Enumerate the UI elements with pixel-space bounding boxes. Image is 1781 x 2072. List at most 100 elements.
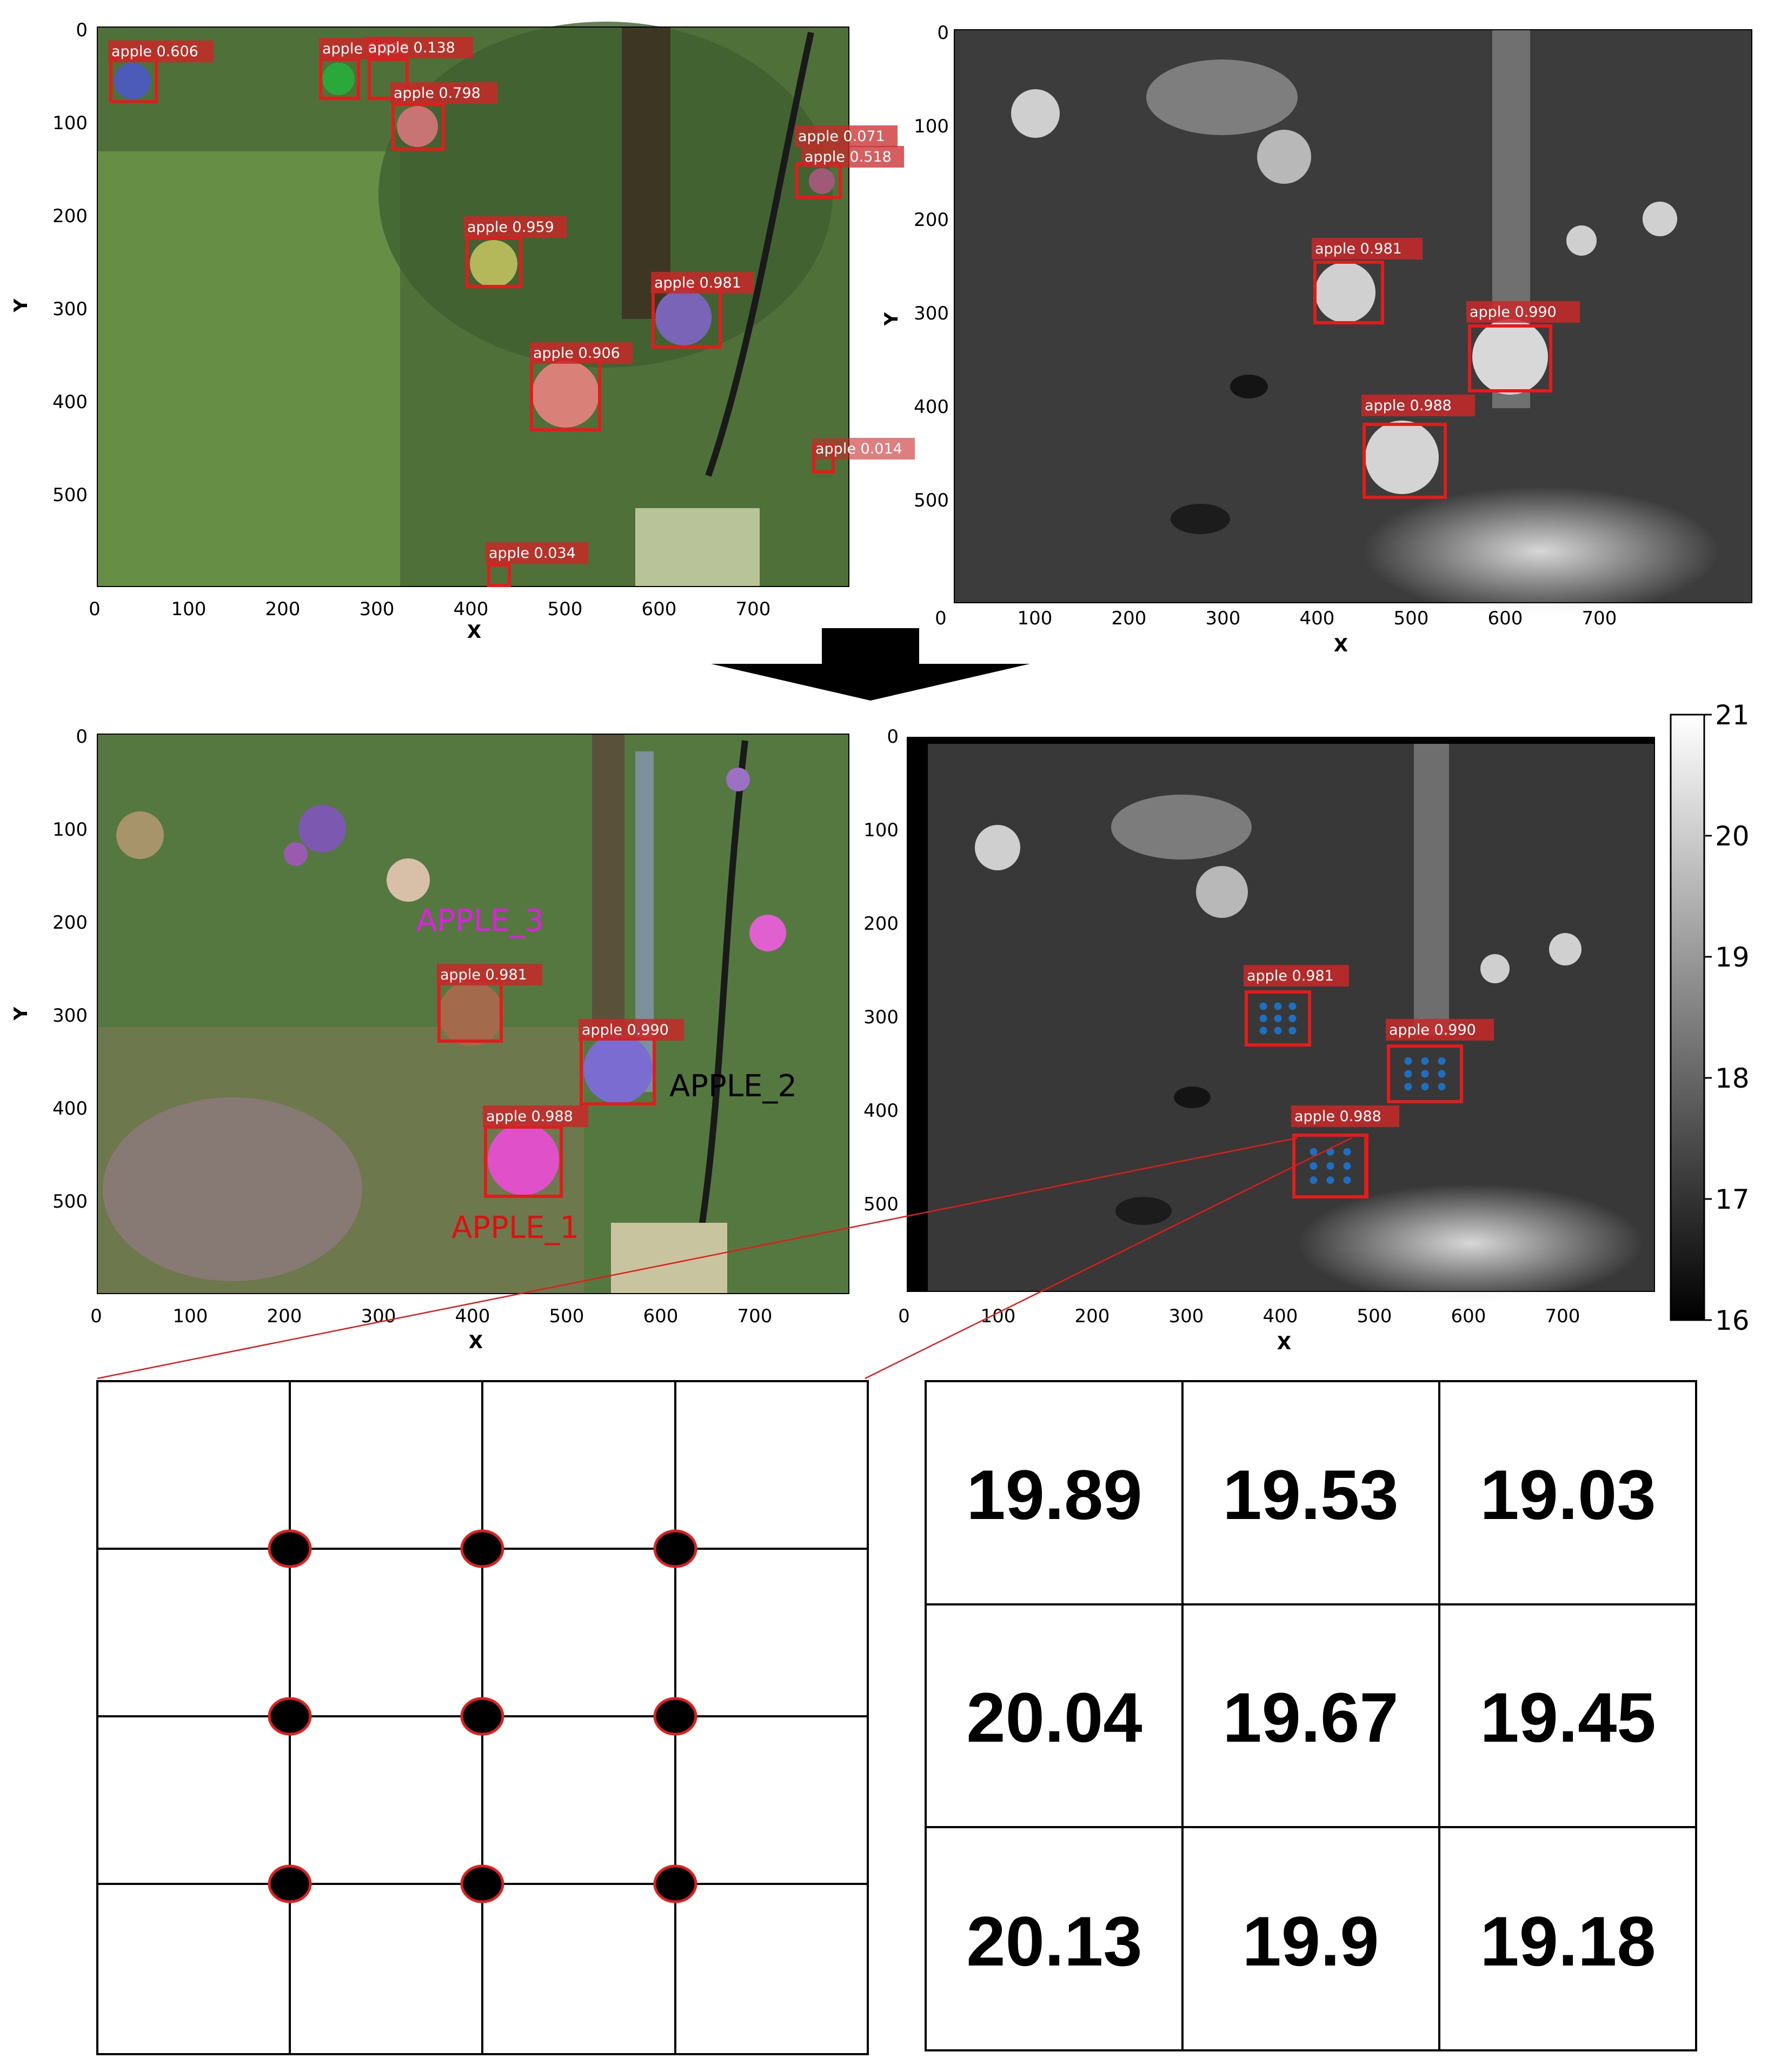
thermal-after-bright-ground	[1298, 1184, 1644, 1303]
detection-label: apple 0.981	[1247, 968, 1334, 984]
apple	[488, 1124, 559, 1195]
sample-point	[1404, 1083, 1412, 1091]
x-tick-label: 500	[1394, 608, 1429, 629]
detection-label-bg	[437, 964, 542, 985]
apple	[532, 361, 599, 428]
thermal-after-dark-top-edge	[907, 737, 1654, 744]
detection-label-bg	[464, 216, 567, 238]
sample-point	[1421, 1070, 1429, 1078]
plot-frame	[907, 737, 1655, 1292]
x-axis-label: X	[1334, 635, 1348, 656]
y-tick-label: 500	[52, 1191, 88, 1212]
detection-label-bg	[1466, 301, 1580, 323]
detection-label-bg	[1386, 1019, 1494, 1041]
rgb-after-flowers	[103, 1097, 362, 1281]
sample-point	[1259, 1002, 1267, 1010]
thermal-before-bright-ground	[1363, 487, 1719, 616]
y-tick-label: 300	[52, 298, 88, 320]
y-axis-label: Y	[10, 1007, 32, 1021]
detection-label: apple 0.988	[1294, 1108, 1381, 1125]
detection-label-bg	[390, 82, 497, 104]
x-tick-label: 700	[1582, 608, 1617, 629]
x-tick-label: 400	[455, 1305, 490, 1327]
thermal-cold-spot	[1230, 375, 1268, 398]
detection: apple 0.014	[812, 438, 915, 474]
apple	[397, 106, 438, 147]
zoomed-region-box	[1293, 1134, 1365, 1196]
temperature-cell: 19.89	[966, 1455, 1142, 1534]
thermal-hot-spot	[1257, 130, 1311, 184]
y-tick-label: 100	[863, 820, 899, 841]
thermal-cold-spot	[1174, 1087, 1211, 1108]
thermal-before-bright-blob	[1146, 59, 1298, 135]
detection: apple 0.606	[108, 41, 214, 103]
thermal-hot-spot	[1480, 954, 1510, 983]
detection-label: apple 0.981	[654, 275, 741, 291]
sample-dot	[460, 1529, 504, 1568]
sample-point	[1259, 1027, 1267, 1035]
y-tick-label: 200	[52, 205, 88, 227]
sample-point	[1274, 1027, 1282, 1035]
x-tick-label: 0	[90, 1305, 102, 1327]
plot-frame	[954, 29, 1752, 603]
detection-label: apple 0.990	[1389, 1022, 1476, 1038]
thermal-cold-spot	[1171, 504, 1230, 534]
temperature-cell: 19.45	[1480, 1678, 1656, 1757]
detection-label-bg	[486, 542, 588, 564]
colorbar-tick-label: 20	[1715, 821, 1750, 852]
detection-label-bg	[579, 1019, 684, 1041]
sample-point	[1343, 1176, 1351, 1184]
detection-box	[1245, 990, 1311, 1047]
detection-label: apple 0.906	[533, 345, 620, 362]
detection-label-bg	[1291, 1105, 1399, 1127]
panel-thermal-after	[907, 737, 1654, 1303]
sample-point	[1310, 1148, 1318, 1156]
detection-label: apple 0.518	[805, 149, 892, 165]
apple	[116, 811, 164, 859]
apple-2-label: APPLE_2	[669, 1069, 797, 1104]
detection: apple 0.981	[651, 272, 754, 349]
x-tick-label: 400	[1263, 1305, 1298, 1327]
thermal-hot-spot	[1196, 866, 1248, 918]
detection-label-bg	[812, 438, 915, 459]
y-tick-label: 500	[914, 490, 949, 511]
detection-box	[1313, 261, 1384, 324]
sample-point	[1326, 1162, 1334, 1170]
detection: apple 0.981	[1312, 238, 1423, 324]
x-tick-label: 0	[898, 1305, 910, 1327]
sample-point	[1343, 1148, 1351, 1156]
x-tick-label: 600	[642, 598, 677, 620]
sample-dot	[268, 1697, 312, 1736]
sample-point	[1343, 1162, 1351, 1170]
x-tick-label: 400	[1300, 608, 1335, 629]
x-axis-label: X	[467, 621, 481, 643]
colorbar-tick-label: 18	[1715, 1063, 1750, 1094]
detection-label: apple 0.606	[111, 43, 198, 60]
detection-label: apple 0.014	[815, 441, 902, 457]
thermal-hot-spot	[1566, 225, 1597, 256]
temperature-cell: 20.13	[966, 1902, 1142, 1981]
apple-3-label: APPLE_3	[416, 903, 544, 938]
detection-label: apple 0.071	[798, 128, 885, 145]
temperature-cell: 19.03	[1480, 1455, 1656, 1534]
sample-point	[1310, 1162, 1318, 1170]
detection: apple 0.981	[1244, 965, 1349, 1047]
apple	[655, 289, 712, 345]
detection-label-bg	[651, 272, 754, 294]
x-tick-label: 700	[1545, 1305, 1580, 1327]
colorbar	[1670, 714, 1705, 1321]
x-axis-label: X	[1277, 1333, 1291, 1354]
y-tick-label: 300	[52, 1005, 88, 1027]
detection-label-bg	[1312, 238, 1423, 259]
y-tick-label: 400	[52, 1098, 88, 1120]
zoom-connector-line	[865, 1137, 1352, 1380]
x-tick-label: 600	[1451, 1305, 1486, 1327]
apple	[387, 858, 430, 902]
x-tick-label: 700	[737, 1305, 773, 1327]
x-tick-label: 200	[1075, 1305, 1110, 1327]
thermal-after-dark-left-edge	[907, 737, 928, 1291]
sample-point	[1404, 1070, 1412, 1078]
